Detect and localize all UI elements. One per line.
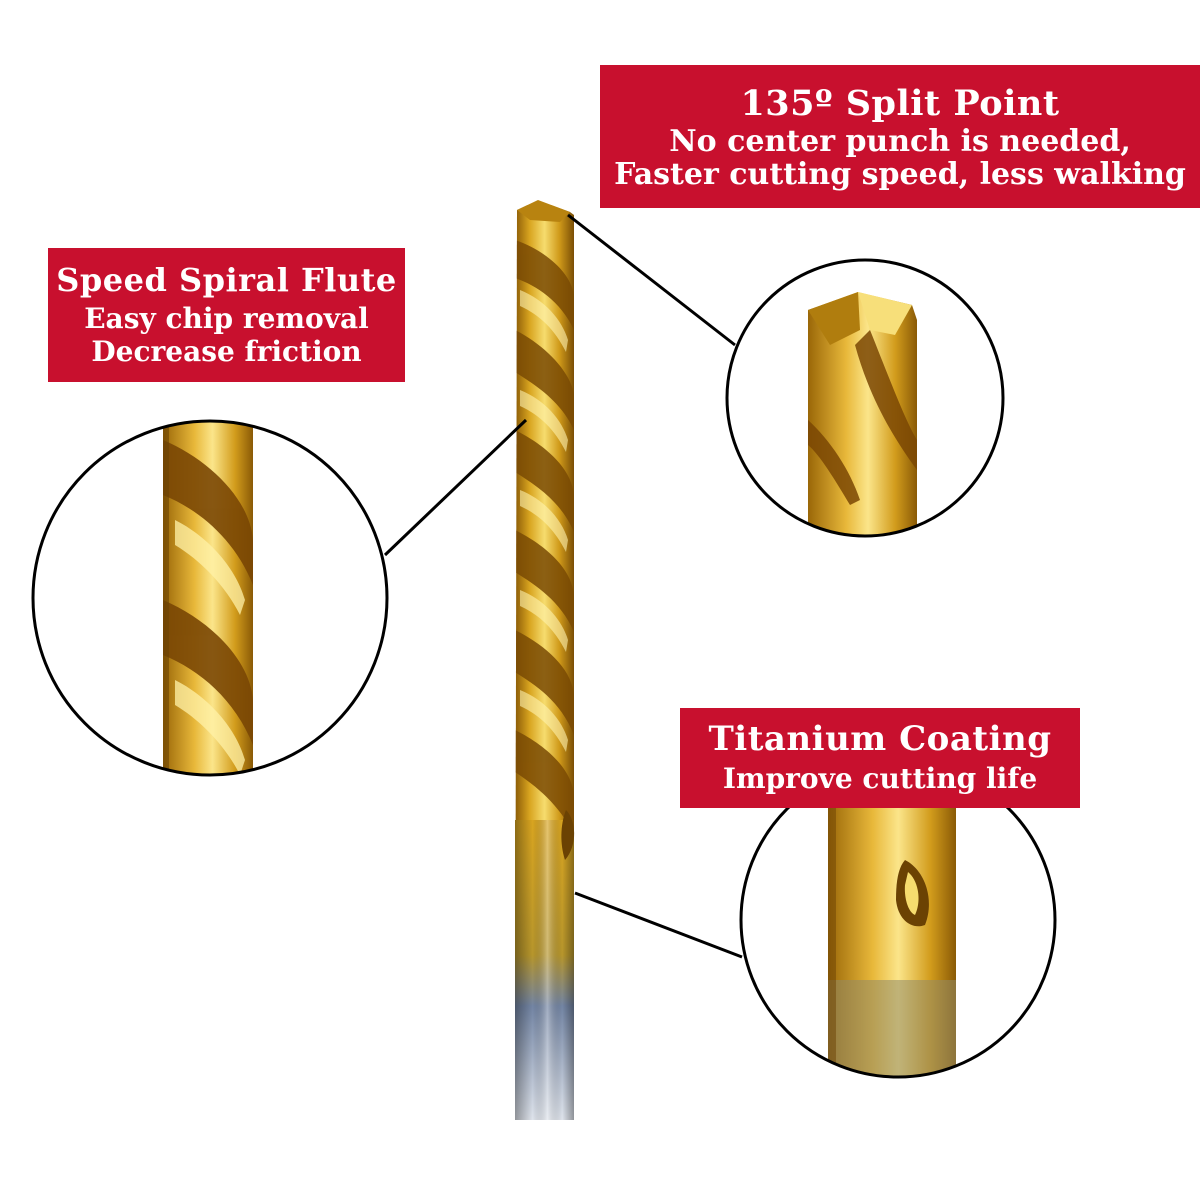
split-point-line-1: No center punch is needed, [669, 124, 1131, 159]
spiral-flute-line-1: Easy chip removal [84, 302, 369, 335]
split-point-zoom [725, 258, 1005, 538]
titanium-coating-label: Titanium Coating Improve cutting life [680, 708, 1080, 808]
split-point-title: 135º Split Point [740, 83, 1060, 124]
drill-bit [515, 200, 575, 1120]
leader-lines [383, 213, 743, 959]
titanium-coating-line-1: Improve cutting life [722, 762, 1038, 795]
split-point-line-2: Faster cutting speed, less walking [614, 157, 1186, 192]
spiral-flute-label: Speed Spiral Flute Easy chip removal Dec… [48, 248, 405, 382]
split-point-label: 135º Split Point No center punch is need… [600, 65, 1200, 208]
spiral-flute-title: Speed Spiral Flute [56, 261, 397, 299]
titanium-coating-title: Titanium Coating [708, 719, 1052, 759]
spiral-flute-line-2: Decrease friction [91, 335, 362, 368]
spiral-flute-zoom [31, 419, 389, 777]
coating-zoom [739, 761, 1057, 1079]
